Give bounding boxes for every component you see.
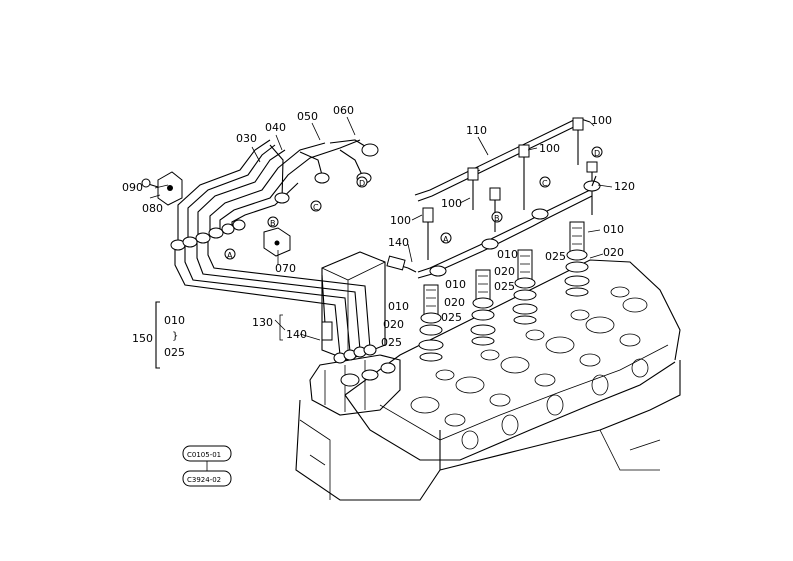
range-sep: } <box>172 331 178 342</box>
label-090: 090 <box>122 181 143 194</box>
range-to: 025 <box>164 346 185 359</box>
label-025-r2: 025 <box>494 280 515 293</box>
stamp-1-text: C0105-01 <box>187 451 221 459</box>
nozzle-3 <box>512 249 538 325</box>
callout-C-left: C <box>310 200 322 212</box>
label-010-r3: 010 <box>445 278 466 291</box>
label-025-r3: 025 <box>441 311 462 324</box>
label-010-r4: 010 <box>388 300 409 313</box>
label-010-r2: 010 <box>497 248 518 261</box>
svg-text:D: D <box>359 179 365 188</box>
svg-text:D: D <box>594 149 600 158</box>
nozzle-4 <box>564 221 590 297</box>
head-bosses <box>410 286 649 450</box>
callout-B-right: B <box>491 211 503 223</box>
label-140-lower: 140 <box>286 328 307 341</box>
callout-A-left: A <box>224 248 236 260</box>
label-100-a: 100 <box>591 114 612 127</box>
bracket-130 <box>279 314 283 341</box>
label-150: 150 <box>132 332 153 345</box>
label-010-r1: 010 <box>603 223 624 236</box>
label-110: 110 <box>466 124 487 137</box>
nozzle-2 <box>470 269 496 346</box>
pipe-clamp-070 <box>263 227 291 257</box>
label-080: 080 <box>142 202 163 215</box>
label-060: 060 <box>333 104 354 117</box>
kit-150: 150 010 } 025 <box>132 301 185 369</box>
label-100-c: 100 <box>441 197 462 210</box>
nozzle-1 <box>418 284 444 362</box>
label-120: 120 <box>614 180 635 193</box>
label-025-r1: 025 <box>545 250 566 263</box>
stamp-2-box <box>182 470 232 487</box>
label-050: 050 <box>297 110 318 123</box>
stamp-2-text: C3924-02 <box>187 476 221 484</box>
nozzle-assemblies <box>418 221 590 362</box>
svg-text:A: A <box>443 235 449 244</box>
label-020-r2: 020 <box>494 265 515 278</box>
bolt-090 <box>141 178 159 188</box>
glow-plugs-100 <box>422 117 598 260</box>
callout-A-right: A <box>440 232 452 244</box>
label-025-r4: 025 <box>381 336 402 349</box>
label-100-b: 100 <box>539 142 560 155</box>
pipe-clamp-080 <box>157 171 183 206</box>
callout-B-left: B <box>267 216 279 228</box>
label-140-upper: 140 <box>388 236 409 249</box>
overflow-pipes <box>417 175 601 279</box>
label-020-r1: 020 <box>603 246 624 259</box>
pump-housing <box>321 251 386 361</box>
svg-text:C: C <box>542 179 548 188</box>
hose-140-upper <box>386 255 417 273</box>
part-labels: 060 050 040 030 090 080 070 110 100 100 … <box>122 104 635 349</box>
label-100-d: 100 <box>390 214 411 227</box>
range-from: 010 <box>164 314 185 327</box>
label-070: 070 <box>275 262 296 275</box>
label-020-r3: 020 <box>444 296 465 309</box>
callout-D-left: D <box>356 176 368 188</box>
svg-text:C: C <box>313 203 319 212</box>
svg-text:A: A <box>227 251 233 260</box>
leader-lines <box>149 116 613 341</box>
label-030: 030 <box>236 132 257 145</box>
label-040: 040 <box>265 121 286 134</box>
hose-140-lower <box>321 274 333 341</box>
svg-text:B: B <box>494 214 500 223</box>
callout-D-right: D <box>591 146 603 158</box>
callout-C-right: C <box>539 176 551 188</box>
label-130: 130 <box>252 316 273 329</box>
injection-pipes <box>170 139 379 364</box>
svg-text:B: B <box>270 219 276 228</box>
leak-off-pipe-110 <box>414 117 591 202</box>
reference-stamps: C0105-01 C3924-02 <box>182 445 232 487</box>
label-020-r4: 020 <box>383 318 404 331</box>
